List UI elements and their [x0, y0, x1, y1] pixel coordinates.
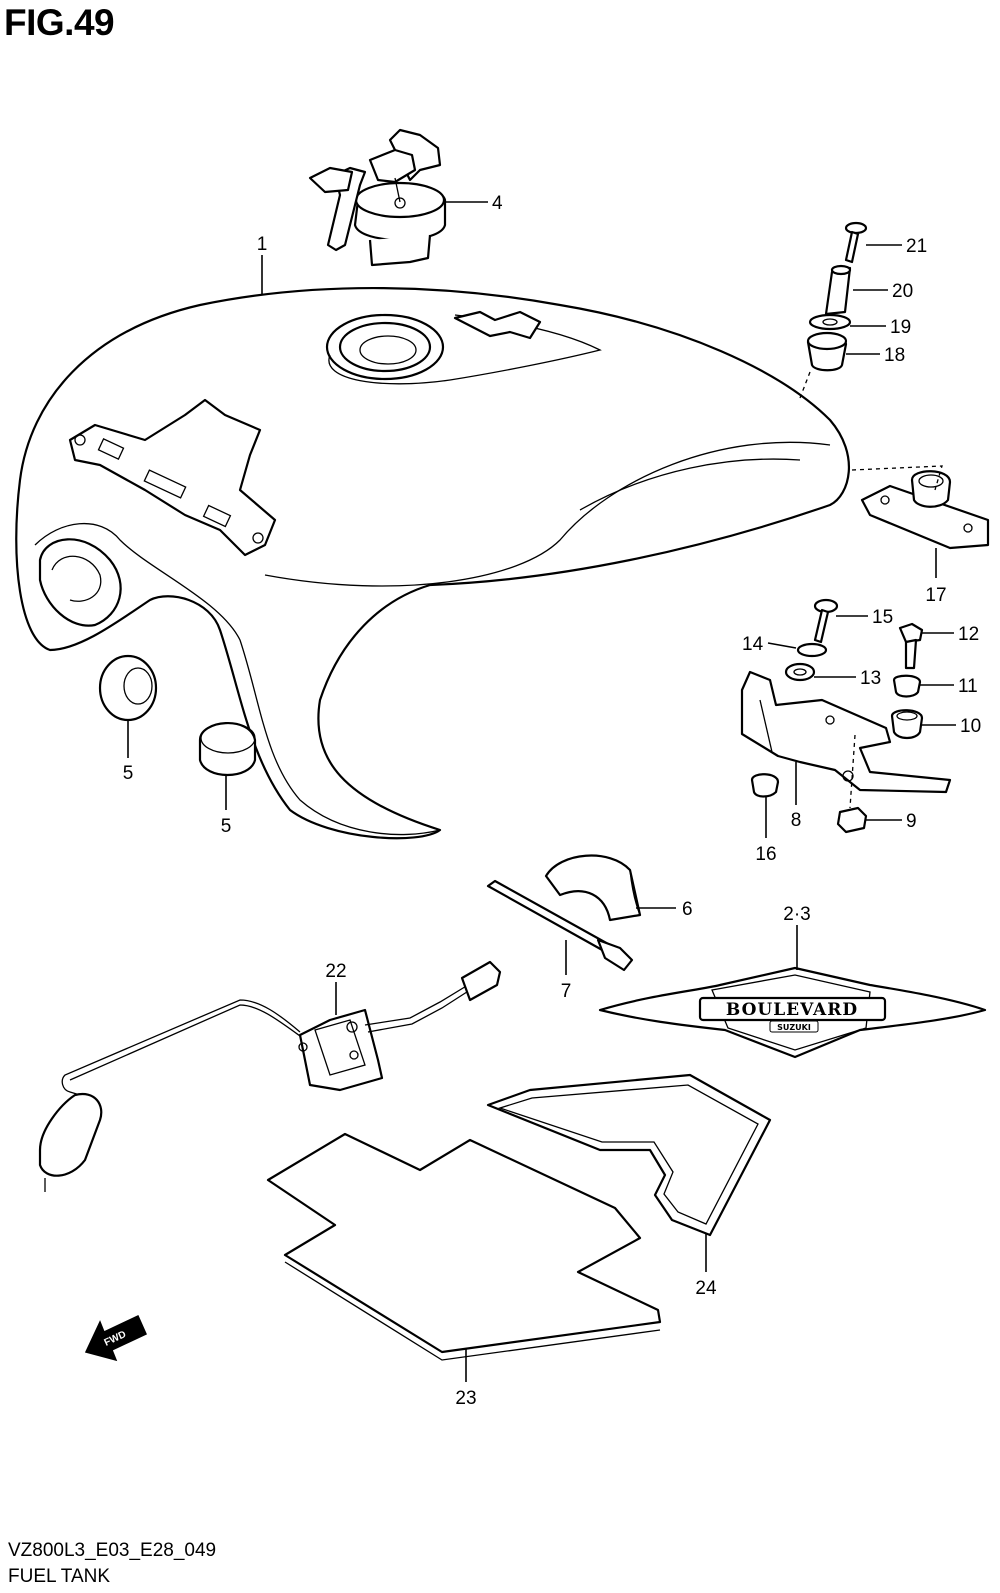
emblem-maker-text: SUZUKI — [777, 1023, 811, 1032]
cushion-18 — [806, 331, 848, 372]
washer-19 — [808, 313, 852, 331]
callout-23: 23 — [455, 1388, 476, 1409]
emblem-2-3: BOULEVARD SUZUKI — [598, 966, 987, 1059]
bolt-15 — [813, 598, 839, 644]
callout-18: 18 — [884, 345, 905, 366]
figure-caption: FUEL TANK — [8, 1566, 111, 1587]
callout-13: 13 — [860, 668, 881, 689]
callout-22: 22 — [325, 961, 346, 982]
emblem-brand-text: BOULEVARD — [726, 1000, 858, 1020]
callout-1: 1 — [257, 234, 268, 255]
protector-sheet-23 — [266, 1132, 662, 1361]
cushion-5b — [198, 722, 257, 777]
collar-20 — [824, 264, 852, 316]
fuel-tank — [15, 287, 851, 840]
callout-9: 9 — [906, 811, 917, 832]
washer-14 — [796, 642, 828, 658]
cushion-6 — [544, 854, 642, 922]
callout-10: 10 — [960, 716, 981, 737]
nut-16 — [750, 773, 780, 798]
callout-7: 7 — [561, 981, 572, 1002]
grommet-13 — [784, 662, 816, 682]
seal-gasket-24 — [486, 1073, 772, 1237]
bracket-8 — [740, 670, 952, 794]
callout-15: 15 — [872, 607, 893, 628]
callout-19: 19 — [890, 317, 911, 338]
callout-20: 20 — [892, 281, 913, 302]
clamp-band-7 — [486, 879, 634, 972]
callout-17: 17 — [925, 585, 946, 606]
callout-16: 16 — [755, 844, 776, 865]
callout-4: 4 — [492, 193, 503, 214]
forward-direction-arrow: FWD — [84, 1314, 147, 1362]
figure-title: FIG.49 — [4, 2, 115, 43]
callout-5b: 5 — [221, 816, 232, 837]
callout-5a: 5 — [123, 763, 134, 784]
collar-11 — [892, 674, 922, 698]
mount-plate-17-guide — [851, 465, 943, 491]
callout-21: 21 — [906, 236, 927, 257]
fuel-cap-with-keys — [308, 128, 447, 267]
grommet-10 — [890, 709, 924, 740]
callout-11: 11 — [958, 676, 978, 697]
bolt-9 — [836, 806, 868, 834]
callout-8: 8 — [791, 810, 802, 831]
drawing-code: VZ800L3_E03_E28_049 — [8, 1540, 217, 1561]
bolt-21 — [844, 221, 868, 264]
leader-14 — [767, 642, 797, 649]
mount-plate-17 — [860, 470, 990, 550]
callout-6: 6 — [682, 899, 693, 920]
cushion-5a — [98, 654, 158, 722]
callout-12: 12 — [958, 624, 979, 645]
fuel-level-gauge-22 — [38, 960, 502, 1192]
callout-24: 24 — [695, 1278, 717, 1299]
bolt-12 — [898, 622, 924, 670]
callout-14: 14 — [742, 634, 764, 655]
mount-axis-line — [799, 371, 811, 399]
callout-2-3: 2·3 — [783, 904, 810, 925]
